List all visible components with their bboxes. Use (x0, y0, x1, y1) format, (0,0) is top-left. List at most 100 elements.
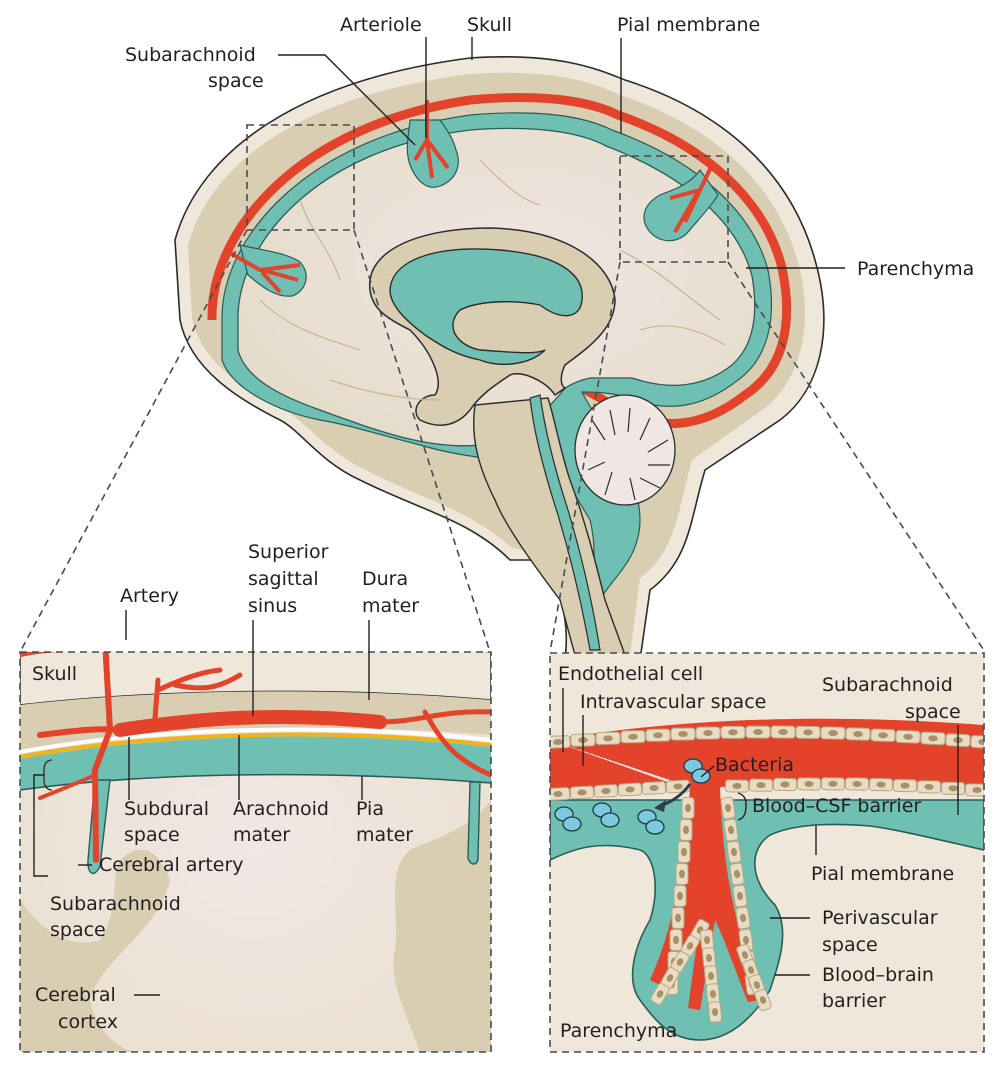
endothelial-cell (680, 934, 700, 958)
cortex-sulcus (20, 849, 170, 1052)
endothelial-cell (720, 796, 736, 820)
cortex-sulcus (393, 800, 491, 1052)
lateral-ventricle (389, 248, 583, 365)
label-text: Cerebral artery (99, 854, 244, 876)
endothelial-cell (735, 906, 751, 930)
inset-label-dura: Dura mater (362, 568, 419, 700)
endothelial-cell (569, 785, 595, 800)
endothelial-cell (770, 725, 796, 739)
inset-label-bacteria: Bacteria (700, 754, 794, 778)
endothelial-cell (617, 782, 643, 797)
endothelial-cell (720, 725, 746, 739)
endothelial-cell (550, 787, 571, 801)
label-text: Arachnoid (233, 798, 329, 820)
label-text: space (124, 824, 180, 846)
inset-label-artery: Artery (120, 585, 179, 640)
endothelial-cell (677, 841, 691, 863)
endothelial-cell (729, 862, 745, 886)
label-text: Dura (362, 568, 408, 590)
endothelial-cell (645, 728, 671, 742)
label-text: Skull (467, 14, 512, 36)
zoom-connector (549, 261, 621, 653)
bacterium (592, 802, 620, 828)
endothelial-cell (820, 777, 846, 791)
label-text: mater (233, 824, 290, 846)
endothelial-cell (723, 818, 739, 842)
endothelial-cell (754, 988, 772, 1012)
endothelial-cell (707, 1001, 723, 1023)
label-text: Intravascular space (580, 691, 766, 713)
label-text: Pia (356, 798, 384, 820)
label-text: Bacteria (715, 754, 794, 776)
inset-label-arachnoid: Arachnoid mater (233, 735, 329, 846)
endothelial-cell (669, 929, 683, 951)
arteriole-pocket-left (224, 244, 307, 297)
endothelial-cell (892, 778, 918, 793)
endothelial-cell (748, 778, 774, 792)
blood-vessels-inset (20, 652, 491, 863)
left-inset-frame (19, 651, 492, 1053)
right-inset-frame (549, 652, 985, 1053)
arteriole-pocket-top (406, 100, 459, 188)
endothelial-cell (641, 781, 667, 795)
endothelial-cell (550, 735, 571, 749)
endothelial-cell (820, 726, 846, 740)
endothelial-cell (595, 731, 621, 746)
endothelial-cell (593, 784, 619, 798)
label-text: Artery (120, 585, 179, 607)
label-text: Blood–CSF barrier (752, 795, 921, 817)
zoom-connector (19, 229, 248, 653)
label-text: mater (362, 595, 419, 617)
endothelial-cells (550, 725, 984, 1023)
label-text: Superior (248, 541, 329, 563)
pia-fold-right (467, 781, 481, 865)
inset-label-perivascular: Perivascular space (770, 907, 938, 956)
endothelial-cell (870, 728, 896, 743)
endothelial-cell (670, 727, 696, 741)
cerebellum (574, 394, 676, 506)
endothelial-cell (705, 983, 721, 1005)
brain-label-arteriole: Arteriole (340, 14, 427, 138)
endothelial-cell (796, 777, 822, 791)
endothelial-cell (670, 950, 690, 974)
label-text: mater (356, 824, 413, 846)
label-text: Pial membrane (811, 863, 954, 885)
endothelial-cell (845, 727, 871, 741)
endothelial-cell (940, 781, 966, 796)
endothelial-cell (916, 780, 942, 794)
endothelial-cell (772, 777, 798, 792)
inset-label-blood-csf-barrier: Blood–CSF barrier (737, 792, 921, 821)
endothelial-cell (795, 725, 821, 740)
dura-band (20, 691, 491, 758)
arrow-head (654, 800, 666, 812)
arteriole-pocket-right (643, 164, 719, 242)
csf-subarachnoid-inset (20, 736, 491, 790)
endothelial-cell (732, 884, 748, 908)
zoom-region-right (619, 155, 729, 263)
brain-label-subarachnoid: Subarachnoid space (125, 44, 416, 146)
bacteria-group (554, 758, 711, 835)
label-text: space (50, 919, 106, 941)
inset-label-pial-membrane: Pial membrane (811, 826, 954, 885)
endothelial-cell (726, 840, 742, 864)
inset-label-sinus: Superior sagittal sinus (248, 541, 329, 716)
label-text: Perivascular (822, 907, 938, 929)
parenchyma-veins (259, 159, 726, 401)
inset-label-endothelial: Endothelial cell (558, 663, 703, 752)
endothelial-cell (724, 779, 750, 793)
endothelial-cell (675, 863, 689, 885)
endothelial-cell (970, 735, 984, 749)
brain-label-skull: Skull (467, 14, 512, 60)
bacterium (554, 806, 582, 832)
inset-label-blood-brain-barrier: Blood–brain barrier (775, 964, 934, 1012)
label-text: space (208, 70, 264, 92)
label-text: Subdural (124, 798, 209, 820)
label-text: Parenchyma (857, 258, 974, 280)
label-text: sagittal (248, 568, 319, 590)
inset-label-cerebral-cortex: Cerebral cortex (35, 984, 160, 1033)
zoom-region-left (246, 124, 355, 231)
right-inset: Endothelial cell Intravascular space Sub… (549, 652, 985, 1053)
endothelial-cell (671, 907, 685, 929)
endothelial-cell (868, 777, 894, 792)
